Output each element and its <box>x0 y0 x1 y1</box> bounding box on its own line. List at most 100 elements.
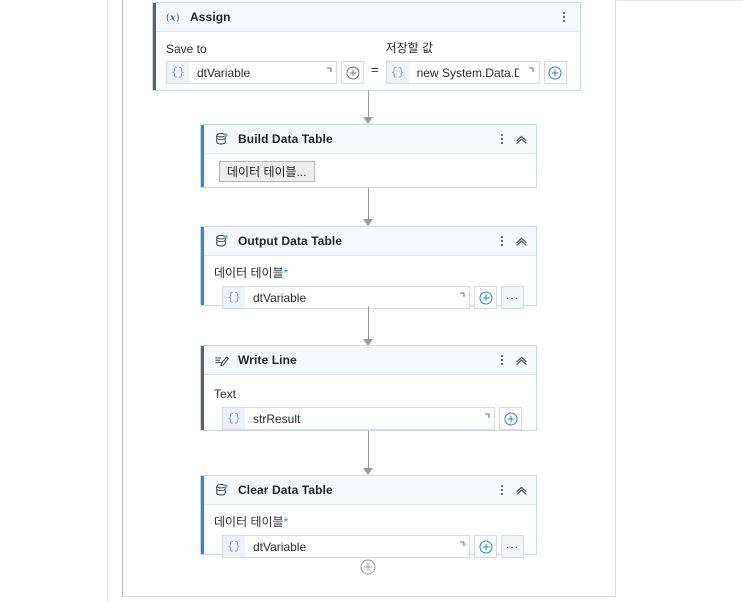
expand-editor-icon[interactable] <box>449 536 469 557</box>
card-accent-bar <box>201 227 204 305</box>
kebab-menu-icon[interactable] <box>495 481 509 499</box>
connector-line <box>367 431 369 468</box>
expression-input-data-table[interactable]: {} dtVariable <box>222 286 470 309</box>
kebab-menu-icon[interactable] <box>495 130 509 148</box>
card-accent-bar <box>201 346 204 430</box>
activity-card-clear-data-table[interactable]: Clear Data Table 데이터 테이블* {} <box>200 475 537 558</box>
add-argument-icon[interactable] <box>474 535 497 558</box>
activity-card-write-line[interactable]: Write Line Text {} strResult <box>200 345 537 431</box>
expression-value: dtVariable <box>253 539 307 554</box>
field-row-value-to-save: {} new System.Data.Dat <box>385 61 567 84</box>
collapse-chevron-icon[interactable] <box>512 232 530 250</box>
field-label-value-to-save: 저장할 값 <box>385 41 434 55</box>
card-header-assign[interactable]: ( x ) Assign <box>153 3 580 32</box>
card-title: Write Line <box>238 353 297 367</box>
connector-output-to-writeline <box>362 306 374 346</box>
connector-line <box>367 306 369 339</box>
card-header-write-line[interactable]: Write Line <box>201 346 536 375</box>
expression-value: dtVariable <box>253 290 307 305</box>
expression-value: new System.Data.Dat <box>416 65 519 80</box>
connector-arrow-icon <box>363 117 373 124</box>
expression-value: strResult <box>253 411 301 426</box>
data-table-icon <box>214 482 230 498</box>
card-body-output-data-table: 데이터 테이블* {} dtVariable <box>201 256 536 318</box>
add-argument-icon[interactable] <box>499 407 522 430</box>
card-accent-bar <box>201 125 204 187</box>
expression-value: dtVariable <box>197 65 251 80</box>
field-label-text: 데이터 테이블 <box>214 515 284 529</box>
add-argument-icon[interactable] <box>341 61 364 84</box>
kebab-menu-icon[interactable] <box>495 232 509 250</box>
add-activity-icon[interactable] <box>360 559 376 575</box>
card-body-build-data-table: 데이터 테이블... <box>201 154 536 190</box>
field-row-data-table: {} dtVariable .. <box>214 286 524 309</box>
connector-build-to-output <box>362 188 374 226</box>
card-header-build-data-table[interactable]: Build Data Table <box>201 125 536 154</box>
more-options-button[interactable]: ... <box>501 535 524 558</box>
connector-writeline-to-clear <box>362 431 374 475</box>
kebab-menu-icon[interactable] <box>557 8 571 26</box>
card-body-clear-data-table: 데이터 테이블* {} dtVariable <box>201 505 536 567</box>
kebab-menu-icon[interactable] <box>495 351 509 369</box>
field-label-save-to: Save to <box>166 42 207 56</box>
connector-arrow-icon <box>363 339 373 346</box>
add-argument-icon[interactable] <box>474 286 497 309</box>
card-header-output-data-table[interactable]: Output Data Table <box>201 227 536 256</box>
connector-assign-to-build <box>362 91 374 124</box>
field-label-text: Text <box>214 387 237 401</box>
expand-editor-icon[interactable] <box>449 287 469 308</box>
data-table-icon <box>214 131 230 147</box>
write-line-pencil-icon <box>214 352 230 368</box>
svg-text:x: x <box>169 14 176 24</box>
card-title: Assign <box>190 10 231 24</box>
expression-input-text[interactable]: {} strResult <box>222 407 495 430</box>
add-argument-icon[interactable] <box>543 61 567 84</box>
connector-line <box>367 91 369 117</box>
card-body-assign: Save to {} dtVariable <box>153 32 580 95</box>
designer-left-rail <box>107 0 108 601</box>
assign-right-column: 저장할 값 {} new System.Data.Dat <box>385 39 567 84</box>
assign-equals-operator: = <box>371 62 379 77</box>
card-title: Clear Data Table <box>238 483 333 497</box>
card-title: Output Data Table <box>238 234 343 248</box>
expression-input-save-to[interactable]: {} dtVariable <box>166 61 337 84</box>
collapse-chevron-icon[interactable] <box>512 481 530 499</box>
field-label-data-table: 데이터 테이블* <box>214 513 524 530</box>
field-label-text: 데이터 테이블 <box>214 266 284 280</box>
field-label-data-table: 데이터 테이블* <box>214 264 524 281</box>
card-body-write-line: Text {} strResult <box>201 375 536 440</box>
expand-editor-icon[interactable] <box>316 62 336 83</box>
expression-input-data-table[interactable]: {} dtVariable <box>222 535 470 558</box>
activity-card-build-data-table[interactable]: Build Data Table 데이터 테이블... <box>200 124 537 188</box>
assign-variable-icon: ( x ) <box>166 9 182 25</box>
required-asterisk: * <box>283 515 289 529</box>
activity-card-output-data-table[interactable]: Output Data Table 데이터 테이블* {} <box>200 226 537 309</box>
svg-text:(: ( <box>166 13 170 24</box>
assign-row: Save to {} dtVariable <box>166 39 568 84</box>
build-data-table-button[interactable]: 데이터 테이블... <box>219 161 315 182</box>
expression-braces-icon: {} <box>386 62 409 83</box>
expand-editor-icon[interactable] <box>519 62 539 83</box>
collapse-chevron-icon[interactable] <box>512 130 530 148</box>
field-row-save-to: {} dtVariable <box>166 61 364 84</box>
card-accent-bar <box>153 3 156 90</box>
field-row-text: {} strResult <box>214 407 522 430</box>
svg-text:): ) <box>176 13 180 24</box>
top-hairline-divider <box>617 0 743 1</box>
card-accent-bar <box>201 476 204 554</box>
card-header-clear-data-table[interactable]: Clear Data Table <box>201 476 536 505</box>
expression-braces-icon: {} <box>223 408 245 429</box>
more-options-button[interactable]: ... <box>501 286 524 309</box>
collapse-chevron-icon[interactable] <box>512 351 530 369</box>
card-title: Build Data Table <box>238 132 333 146</box>
expression-braces-icon: {} <box>223 287 245 308</box>
activity-card-assign[interactable]: ( x ) Assign Save to {} <box>152 2 581 91</box>
expression-braces-icon: {} <box>167 62 189 83</box>
connector-arrow-icon <box>363 219 373 226</box>
expression-input-value-to-save[interactable]: {} new System.Data.Dat <box>385 61 540 84</box>
canvas-right-gutter <box>617 0 743 601</box>
expand-editor-icon[interactable] <box>474 408 494 429</box>
required-asterisk: * <box>283 266 289 280</box>
field-row-data-table: {} dtVariable .. <box>214 535 524 558</box>
